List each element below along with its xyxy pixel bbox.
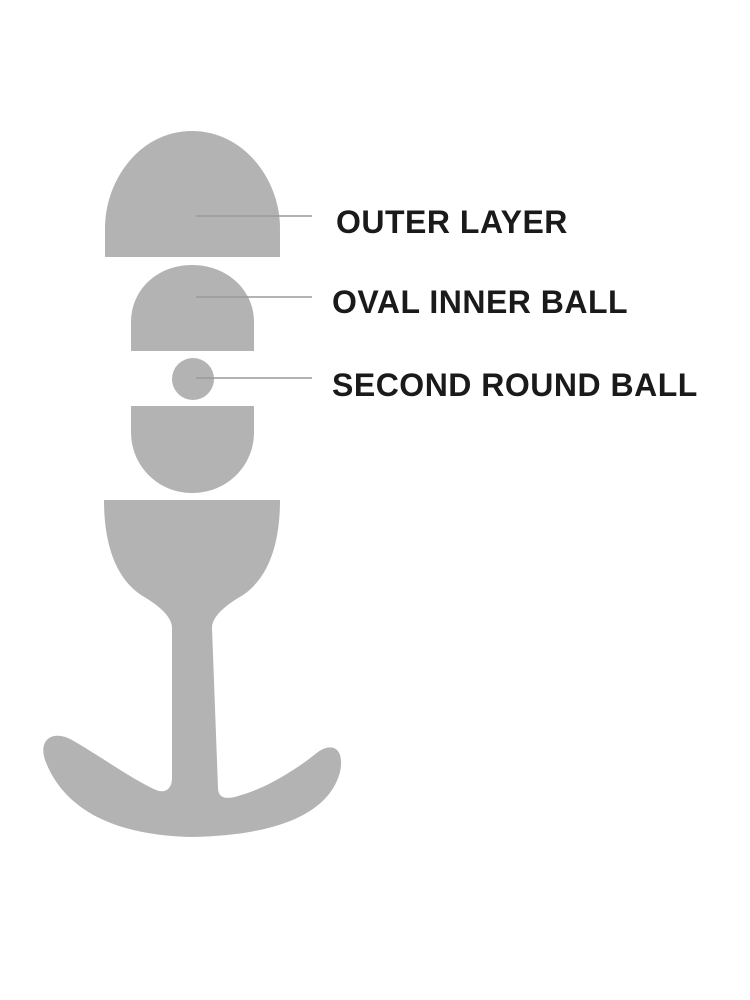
outer-layer-label: OUTER LAYER bbox=[336, 204, 568, 240]
product-shapes bbox=[43, 131, 342, 837]
second-round-ball-shape bbox=[172, 358, 214, 400]
anchor-base-shape bbox=[43, 500, 342, 837]
oval-inner-ball-top-shape bbox=[131, 265, 254, 351]
oval-inner-ball-bottom-shape bbox=[131, 406, 254, 493]
second-round-ball-label: SECOND ROUND BALL bbox=[332, 367, 698, 403]
oval-inner-ball-label: OVAL INNER BALL bbox=[332, 284, 629, 320]
leader-lines bbox=[196, 215, 312, 379]
outer-layer-shape bbox=[105, 131, 280, 257]
